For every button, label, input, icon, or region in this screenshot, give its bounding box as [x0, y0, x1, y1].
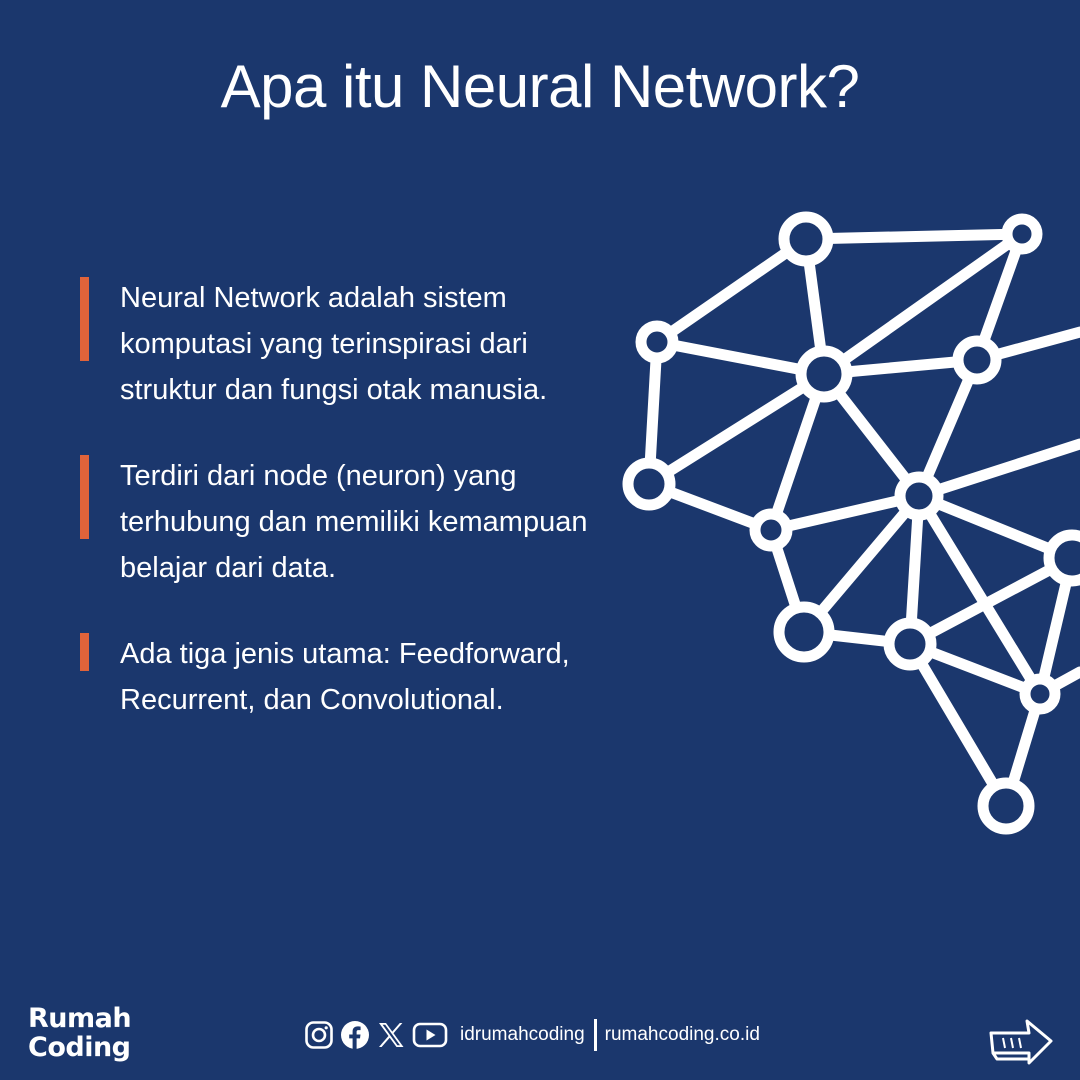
next-arrow-icon[interactable] — [985, 1015, 1057, 1067]
bullet-text: Neural Network adalah sistem komputasi y… — [120, 282, 548, 406]
bullet-list: Neural Network adalah sistem komputasi y… — [80, 275, 620, 723]
bullet-text: Ada tiga jenis utama: Feedforward, Recur… — [120, 638, 570, 716]
neural-network-illustration — [622, 211, 1080, 835]
bullet-text: Terdiri dari node (neuron) yang terhubun… — [120, 460, 588, 584]
bullet-point: Terdiri dari node (neuron) yang terhubun… — [80, 453, 620, 591]
social-handle[interactable]: idrumahcoding — [460, 1024, 585, 1045]
accent-bar — [80, 633, 89, 671]
brand-logo-line: Coding — [28, 1032, 131, 1063]
x-icon[interactable] — [376, 1020, 406, 1050]
accent-bar — [80, 277, 89, 361]
website-link[interactable]: rumahcoding.co.id — [604, 1024, 760, 1045]
page-title: Apa itu Neural Network? — [220, 53, 860, 120]
accent-bar — [80, 455, 89, 539]
bullet-point: Ada tiga jenis utama: Feedforward, Recur… — [80, 631, 620, 723]
bullet-point: Neural Network adalah sistem komputasi y… — [80, 275, 620, 413]
facebook-icon[interactable] — [340, 1020, 370, 1050]
brand-logo: Rumah Coding — [28, 1003, 132, 1063]
footer-divider — [593, 1019, 597, 1051]
social-footer: idrumahcoding rumahcoding.co.id — [304, 1018, 760, 1052]
brand-logo-line: Rumah — [28, 1003, 132, 1034]
instagram-icon[interactable] — [304, 1020, 334, 1050]
youtube-icon[interactable] — [412, 1020, 448, 1050]
